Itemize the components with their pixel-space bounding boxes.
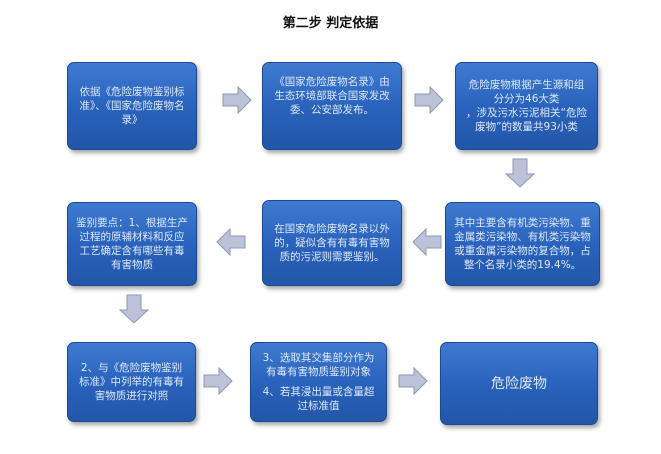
arrow-down-icon [505, 158, 535, 188]
arrow-right-icon [203, 367, 233, 395]
step-box-key-points: 鉴别要点：1、根据生产过程的原辅材料和反应工艺确定含有哪些有毒有害物质 [67, 202, 197, 286]
step-text: 依据《危险废物鉴别标准》、《国家危险废物名录》 [79, 86, 185, 126]
step-box-basis: 依据《危险废物鉴别标准》、《国家危险废物名录》 [67, 62, 197, 150]
step-box-identify: 在国家危险废物名录以外的，疑似含有有毒有害物质的污泥则需要鉴别。 [262, 200, 402, 286]
step-text: 4、若其浸出量或含量超过标准值 [262, 386, 375, 412]
arrow-down-icon [119, 294, 149, 324]
step-box-catalog: 《国家危险废物名录》由生态环境部联合国家发改委、公安部发布。 [262, 62, 402, 150]
step-box-composition: 其中主要含有机类污染物、重金属类污染物、有机类污染物或重金属污染物的复合物，占整… [445, 202, 600, 286]
step-box-compare: 2、与《危险废物鉴别标准》中列举的有毒有害物质进行对照 [67, 342, 196, 422]
step-text: 鉴别要点：1、根据生产过程的原辅材料和反应工艺确定含有哪些有毒有害物质 [76, 217, 188, 271]
step-box-categories: 危险废物根据产生源和组分分为46大类 ，涉及污水污泥相关“危险废物”的数量共93… [455, 62, 598, 150]
step-text: 其中主要含有机类污染物、重金属类污染物、有机类污染物或重金属污染物的复合物，占整… [454, 217, 591, 271]
arrow-right-icon [414, 86, 444, 114]
diagram-title: 第二步 判定依据 [282, 16, 379, 31]
step-text: 《国家危险废物名录》由生态环境部联合国家发改委、公安部发布。 [274, 76, 390, 116]
step-text: 2、与《危险废物鉴别标准》中列举的有毒有害物质进行对照 [79, 362, 184, 402]
arrow-left-icon [412, 228, 442, 256]
step-box-result: 危险废物 [440, 342, 598, 425]
step-text: 在国家危险废物名录以外的，疑似含有有毒有害物质的污泥则需要鉴别。 [274, 223, 390, 263]
step-text: 危险废物 [491, 375, 547, 392]
step-text: 危险废物根据产生源和组分分为46大类 ，涉及污水污泥相关“危险废物”的数量共93… [466, 79, 587, 133]
arrow-left-icon [216, 228, 246, 256]
arrow-right-icon [398, 367, 428, 395]
step-box-select: 3、选取其交集部分作为有毒有害物质鉴别对象 4、若其浸出量或含量超过标准值 [250, 342, 387, 422]
arrow-right-icon [222, 86, 252, 114]
step-text: 3、选取其交集部分作为有毒有害物质鉴别对象 [262, 352, 375, 378]
